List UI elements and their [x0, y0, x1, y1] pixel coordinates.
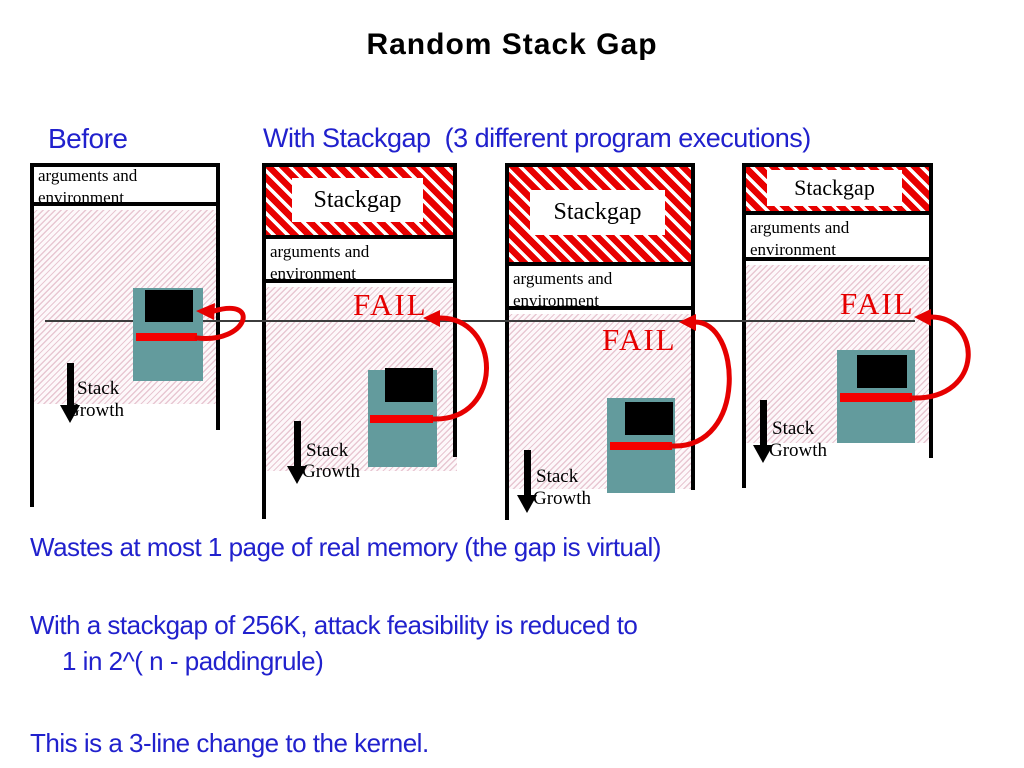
stack-growth-label: Stack [306, 440, 349, 461]
fail-label: FAIL [353, 287, 428, 322]
down-arrow-icon [517, 495, 537, 513]
down-arrow-icon [60, 405, 80, 423]
note-attack-feasibility-line1: With a stackgap of 256K, attack feasibil… [30, 610, 638, 640]
stackgap-label: Stackgap [530, 190, 665, 235]
args-env-section: arguments and environment [262, 239, 457, 283]
stack-growth-label: Stack [77, 378, 120, 399]
computer-screen [625, 402, 673, 435]
down-arrow-icon [294, 421, 301, 466]
fail-label: FAIL [602, 322, 677, 357]
stackgap-region: Stackgap [505, 163, 695, 266]
stackgap-label: Stackgap [292, 178, 423, 222]
computer-red-bar [610, 442, 672, 450]
box-border [453, 163, 457, 457]
stack-growth-label: Growth [66, 400, 125, 421]
box-border [929, 163, 933, 458]
computer-screen [385, 368, 433, 402]
args-env-section: arguments and environment [505, 266, 695, 310]
box-border [505, 163, 695, 167]
computer-screen [857, 355, 907, 388]
header-with-stackgap: With Stackgap (3 different program execu… [263, 123, 811, 153]
args-env-section: arguments and environment [742, 215, 933, 261]
box-border [505, 163, 509, 520]
note-attack-feasibility-line2: 1 in 2^( n - paddingrule) [62, 646, 324, 676]
box-border [742, 163, 746, 488]
box-border [30, 163, 34, 507]
stackgap-label: Stackgap [767, 170, 902, 206]
stack-growth-label: Stack [772, 418, 815, 439]
computer-red-bar [136, 333, 197, 341]
stackgap-region: Stackgap [742, 163, 933, 215]
down-arrow-icon [524, 450, 531, 495]
box-border [216, 163, 220, 430]
down-arrow-icon [287, 466, 307, 484]
box-border [262, 163, 266, 519]
box-border [742, 163, 933, 167]
computer-red-bar [840, 393, 912, 402]
box-border [30, 163, 220, 167]
box-border [691, 163, 695, 490]
slide-title: Random Stack Gap [366, 28, 658, 61]
header-before: Before [48, 123, 128, 154]
computer-red-bar [370, 415, 433, 423]
down-arrow-icon [67, 363, 74, 405]
fail-label: FAIL [840, 286, 915, 321]
stackgap-region: Stackgap [262, 163, 457, 239]
note-kernel-change: This is a 3-line change to the kernel. [30, 728, 429, 758]
note-wastes-memory: Wastes at most 1 page of real memory (th… [30, 532, 661, 562]
stack-growth-label: Growth [769, 440, 828, 461]
stack-growth-label: Stack [536, 466, 579, 487]
computer-screen [145, 290, 193, 322]
args-env-section: arguments and environment [30, 163, 220, 207]
stack-growth-label: Growth [533, 488, 592, 509]
down-arrow-icon [760, 400, 767, 445]
stack-growth-label: Growth [302, 461, 361, 482]
box-border [262, 163, 457, 167]
down-arrow-icon [753, 445, 773, 463]
